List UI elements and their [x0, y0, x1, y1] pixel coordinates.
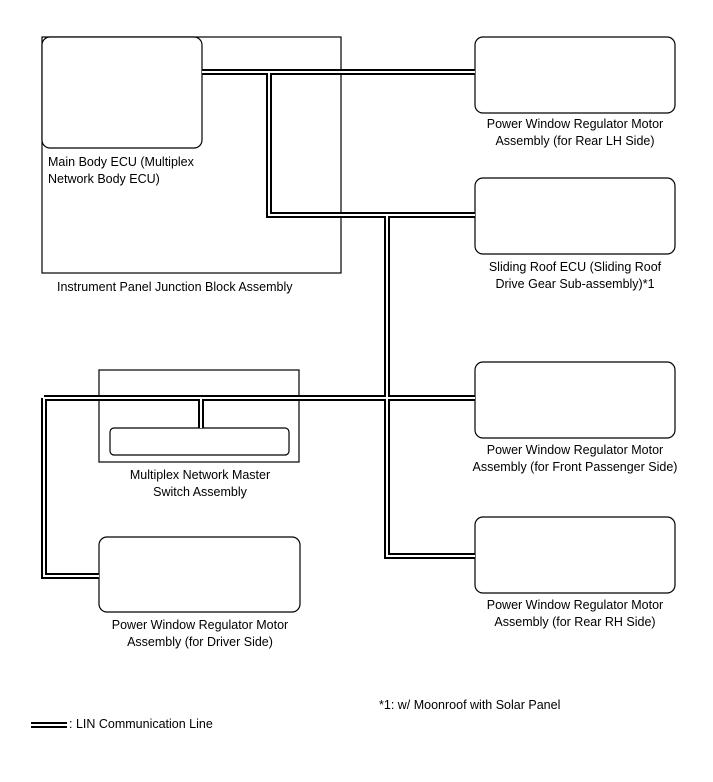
pw-front-passenger-box: [474, 361, 676, 439]
main-body-ecu-box: [41, 36, 203, 149]
footnote: *1: w/ Moonroof with Solar Panel: [379, 698, 561, 712]
master-switch-label: Multiplex Network Master Switch Assembly: [129, 468, 271, 499]
pw-rear-rh-label: Power Window Regulator Motor Assembly (f…: [486, 598, 664, 629]
pw-front-passenger-label: Power Window Regulator Motor Assembly (f…: [472, 443, 678, 474]
pw-driver-box: [98, 536, 301, 613]
sliding-roof-ecu-box: [474, 177, 676, 255]
sliding-roof-ecu-label: Sliding Roof ECU (Sliding Roof Drive Gea…: [488, 260, 662, 291]
instrument-panel-junction-block-label: Instrument Panel Junction Block Assembly: [57, 280, 293, 294]
lin-lines-inner: [43, 71, 475, 577]
pw-rear-lh-box: [474, 36, 676, 114]
main-body-ecu-label: Main Body ECU (Multiplex Network Body EC…: [48, 155, 194, 186]
pw-driver-label: Power Window Regulator Motor Assembly (f…: [111, 618, 289, 649]
pw-rear-lh-label: Power Window Regulator Motor Assembly (f…: [486, 117, 664, 148]
pw-rear-rh-box: [474, 516, 676, 594]
master-switch-inner-box: [109, 427, 290, 456]
legend-label: : LIN Communication Line: [69, 717, 213, 731]
